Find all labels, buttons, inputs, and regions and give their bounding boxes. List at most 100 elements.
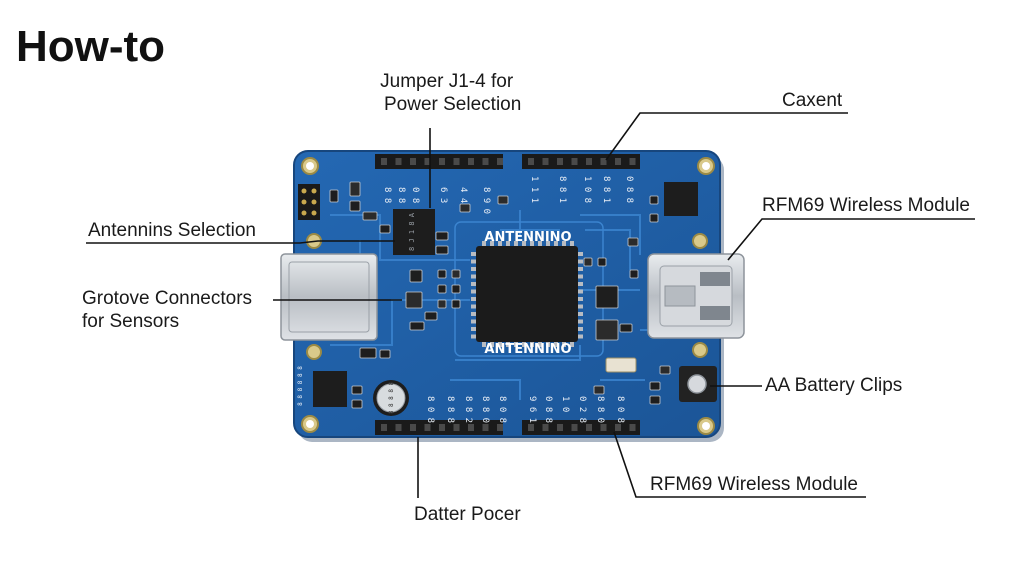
mcu-pin (498, 241, 502, 246)
smd-part (329, 189, 339, 203)
mcu-pin (578, 297, 583, 301)
hdr-br-4: 8 8 0 (595, 396, 605, 423)
hdr-tl-1: 8 8 (396, 187, 406, 203)
header-pin (381, 158, 387, 165)
mcu-pin (522, 342, 526, 347)
header-pin (600, 158, 607, 165)
mcu-pin (471, 267, 476, 271)
header-pin (482, 424, 489, 431)
hdr-tl-2: 0 8 (410, 187, 420, 203)
hdr-tl-5: 8 9 0 (481, 187, 491, 214)
mcu-pin (578, 319, 583, 324)
mcu-pin (471, 282, 476, 286)
header-pin (542, 424, 549, 431)
callout-jumper: Jumper J1-4 for Power Selection (372, 70, 521, 116)
mcu-pin (554, 241, 558, 246)
line-caxent (605, 112, 848, 161)
mcu-pin (471, 327, 476, 331)
header-pin (439, 424, 445, 431)
smd-part (409, 269, 423, 283)
mcu-pin (514, 342, 518, 347)
header-pin (497, 158, 503, 165)
smd-part (593, 385, 605, 395)
mcu-chip (476, 246, 578, 342)
header-pin (600, 424, 607, 431)
header-pin (453, 424, 460, 431)
header-pin (395, 424, 402, 431)
smd-part (424, 311, 438, 321)
mcu-pin (471, 304, 476, 309)
mcu-pin (522, 241, 526, 246)
jumper-chip (393, 209, 435, 255)
header-bottom-right (522, 420, 640, 435)
mcu-pins (471, 241, 583, 347)
header-pin (528, 424, 534, 431)
smd-components (329, 181, 671, 409)
mcu-pin (578, 259, 583, 264)
orange-component (605, 357, 637, 373)
mcu-pin (578, 312, 583, 316)
hdr-tr-2: 1 0 8 (582, 176, 592, 203)
mcu-pin (471, 274, 476, 279)
mcu-pin (471, 252, 476, 256)
smd-part (649, 195, 659, 205)
header-pin (410, 158, 416, 165)
smd-part (619, 323, 633, 333)
smd-part (497, 195, 509, 205)
smd-part (649, 213, 659, 223)
smd-part (435, 231, 449, 241)
smd-part (649, 381, 661, 391)
hdr-tr-4: 0 8 8 (624, 176, 634, 203)
mcu-pin (514, 241, 518, 246)
hdr-br-5: 8 0 8 (615, 396, 625, 423)
mcu-pin (578, 327, 583, 331)
mcu-pin (578, 304, 583, 309)
header-pin (542, 158, 549, 165)
hdr-bl-1: 8 8 8 (445, 396, 455, 423)
callout-caxent: Caxent (782, 90, 843, 111)
smd-part (351, 385, 363, 395)
callout-grotove-line1: Grotove Connectors (82, 288, 253, 309)
mcu-pin (506, 241, 510, 246)
mcu-pin (530, 241, 534, 246)
header-pin (497, 424, 503, 431)
usb-connector-left (280, 253, 378, 341)
mcu-pin (471, 259, 476, 264)
callout-datter: Datter Pocer (414, 504, 521, 525)
callout-grotove: Grotove Connectors for Sensors (82, 287, 252, 333)
mcu-pin (554, 342, 558, 347)
header-pin (468, 158, 474, 165)
callout-jumper-line2: Power Selection (384, 94, 522, 115)
mcu-pin (471, 289, 476, 294)
mcu-pin (490, 241, 494, 246)
mcu-pin (562, 241, 566, 246)
board-brand-top: ANTENNINO (484, 230, 571, 245)
line-antennins (86, 240, 395, 244)
hdr-bl-3: 8 8 0 (480, 396, 490, 423)
header-pin (571, 158, 578, 165)
smd-part (595, 285, 619, 309)
smd-part (437, 284, 447, 294)
callout-grotove-line2: for Sensors (82, 311, 180, 332)
sensor-chip-top-right (664, 182, 698, 216)
header-pin (629, 158, 636, 165)
mcu-pin (482, 241, 486, 246)
header-pin (615, 158, 621, 165)
mcu-pin (538, 241, 542, 246)
header-pin (482, 158, 489, 165)
mcu-pin (546, 342, 550, 347)
smd-part (659, 365, 671, 375)
pin-header-2x3 (298, 184, 320, 220)
header-pin (381, 424, 387, 431)
side-silkscreen: 8 8 8 8 8 8 (297, 366, 304, 406)
smd-part (451, 269, 461, 279)
hdr-tr-1: 8 8 1 (557, 176, 567, 203)
header-labels-top-right: 1 1 1 8 8 1 1 0 8 8 8 1 0 8 8 (529, 176, 634, 203)
smd-part (459, 203, 471, 213)
smd-part (359, 347, 377, 359)
header-pin (410, 424, 416, 431)
smd-part (349, 181, 361, 197)
smd-part (597, 257, 607, 267)
mounting-holes (301, 157, 715, 435)
header-pin (439, 158, 445, 165)
